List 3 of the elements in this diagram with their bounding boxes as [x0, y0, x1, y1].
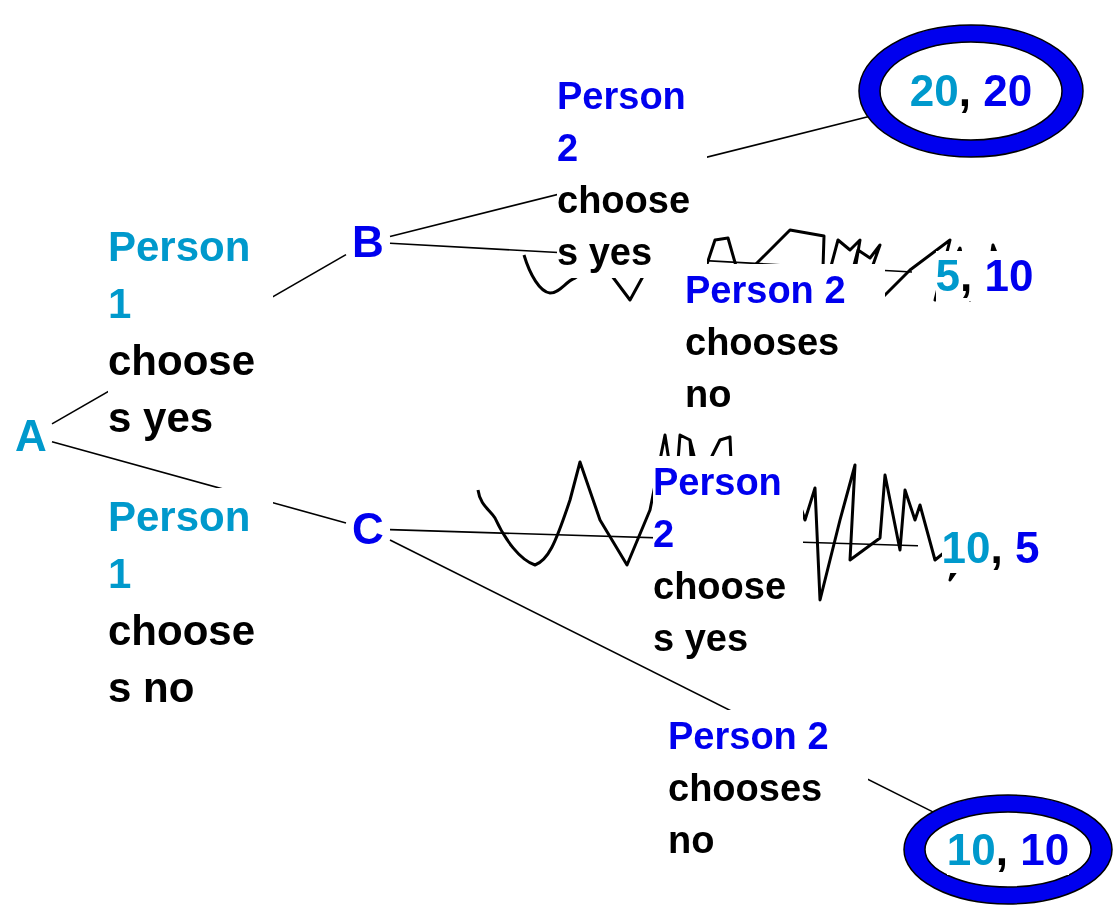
payoff-ellipse — [858, 24, 1084, 158]
payoff-ellipse — [903, 794, 1113, 905]
payoff-text: 5, 10 — [935, 251, 1034, 301]
